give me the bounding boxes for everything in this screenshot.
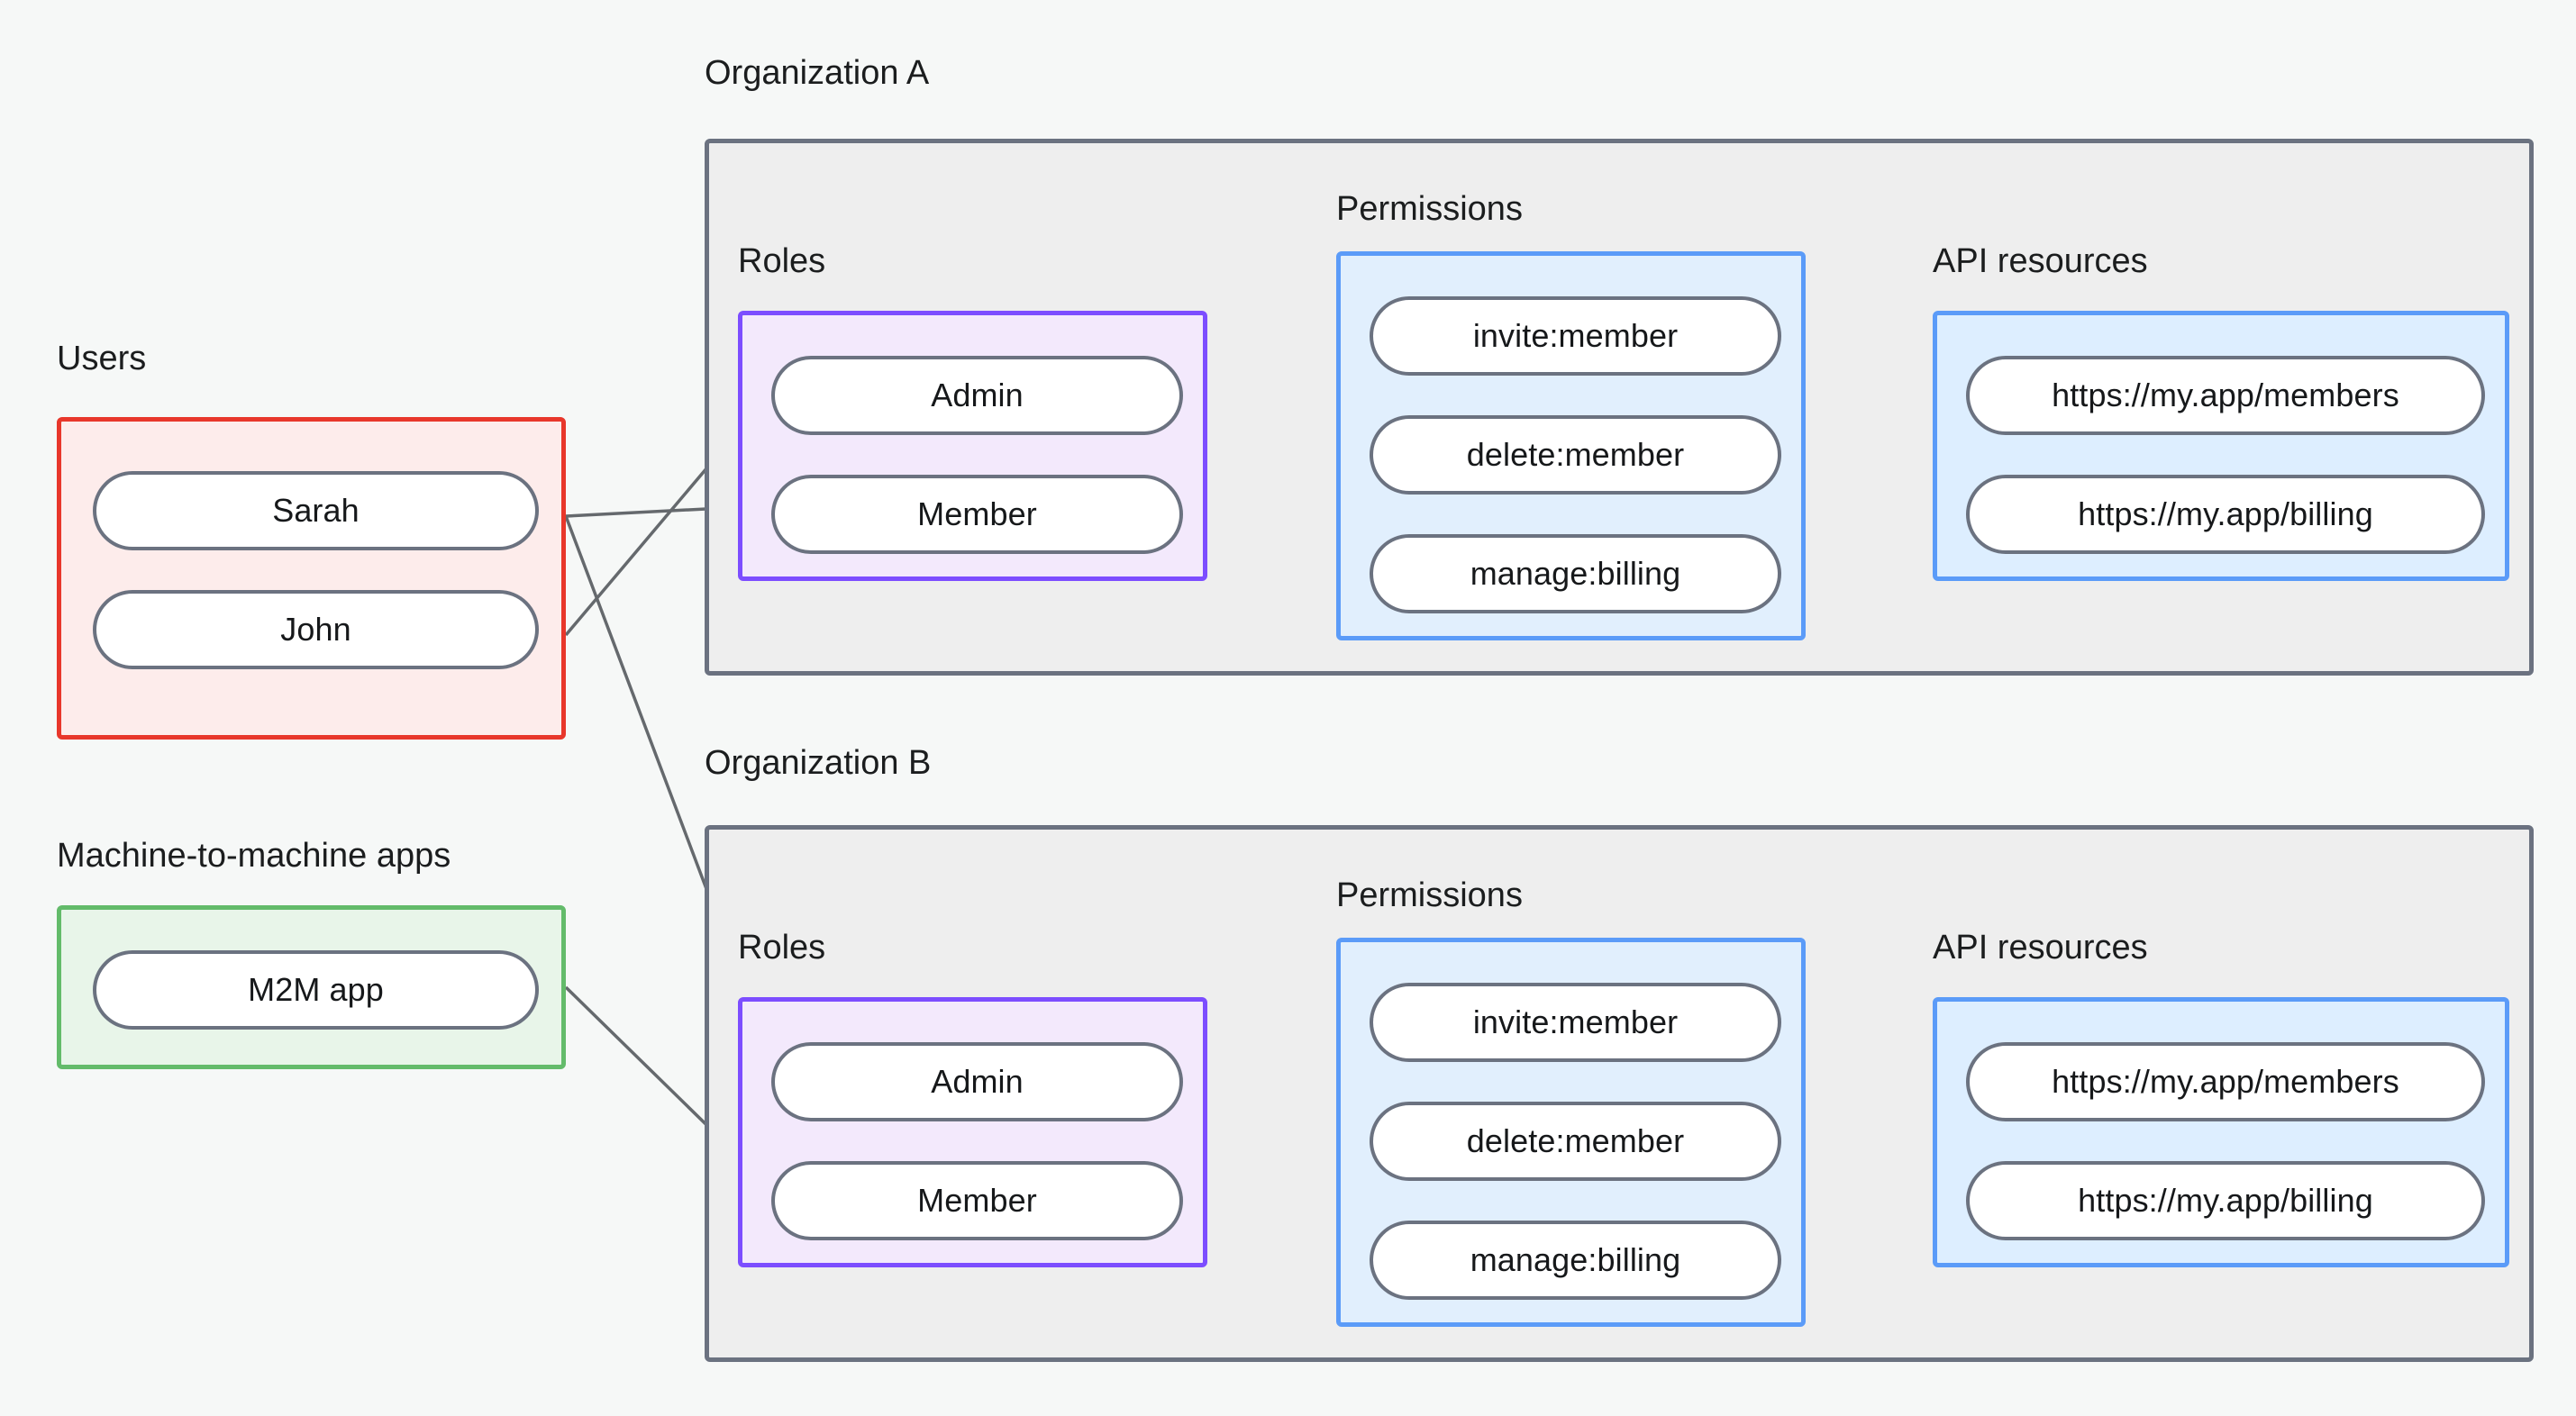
org-b-api-group: https://my.app/members https://my.app/bi… bbox=[1933, 997, 2509, 1267]
org-a-permission-manage-billing[interactable]: manage:billing bbox=[1370, 534, 1781, 613]
org-b-permission-delete-member[interactable]: delete:member bbox=[1370, 1102, 1781, 1181]
m2m-caption: Machine-to-machine apps bbox=[57, 837, 451, 875]
org-b-api-caption: API resources bbox=[1933, 929, 2148, 967]
users-caption: Users bbox=[57, 340, 147, 377]
org-b-permissions-caption: Permissions bbox=[1336, 876, 1523, 914]
org-b-role-admin[interactable]: Admin bbox=[771, 1042, 1183, 1121]
user-node-sarah[interactable]: Sarah bbox=[93, 471, 539, 550]
org-b-role-member[interactable]: Member bbox=[771, 1161, 1183, 1240]
org-a-permission-invite-member[interactable]: invite:member bbox=[1370, 296, 1781, 376]
org-b-caption: Organization B bbox=[705, 744, 932, 782]
org-a-api-billing[interactable]: https://my.app/billing bbox=[1966, 475, 2485, 554]
org-a-caption: Organization A bbox=[705, 54, 930, 92]
org-b-api-billing[interactable]: https://my.app/billing bbox=[1966, 1161, 2485, 1240]
org-b-group: Roles Permissions API resources Admin Me… bbox=[705, 825, 2534, 1362]
org-a-permission-delete-member[interactable]: delete:member bbox=[1370, 415, 1781, 495]
user-node-john[interactable]: John bbox=[93, 590, 539, 669]
org-a-role-member[interactable]: Member bbox=[771, 475, 1183, 554]
m2m-group: M2M app bbox=[57, 905, 566, 1069]
org-b-permission-invite-member[interactable]: invite:member bbox=[1370, 983, 1781, 1062]
org-a-api-group: https://my.app/members https://my.app/bi… bbox=[1933, 311, 2509, 581]
org-a-permissions-caption: Permissions bbox=[1336, 190, 1523, 228]
org-b-api-members[interactable]: https://my.app/members bbox=[1966, 1042, 2485, 1121]
org-b-permission-manage-billing[interactable]: manage:billing bbox=[1370, 1221, 1781, 1300]
users-group: Sarah John bbox=[57, 417, 566, 740]
org-b-permissions-group: invite:member delete:member manage:billi… bbox=[1336, 938, 1806, 1327]
org-a-api-members[interactable]: https://my.app/members bbox=[1966, 356, 2485, 435]
org-a-group: Roles Permissions API resources Admin Me… bbox=[705, 139, 2534, 676]
m2m-node-app[interactable]: M2M app bbox=[93, 950, 539, 1030]
org-a-role-admin[interactable]: Admin bbox=[771, 356, 1183, 435]
org-a-api-caption: API resources bbox=[1933, 242, 2148, 280]
org-a-roles-group: Admin Member bbox=[738, 311, 1207, 581]
org-b-roles-caption: Roles bbox=[738, 929, 826, 967]
org-a-permissions-group: invite:member delete:member manage:billi… bbox=[1336, 251, 1806, 640]
org-b-roles-group: Admin Member bbox=[738, 997, 1207, 1267]
org-a-roles-caption: Roles bbox=[738, 242, 826, 280]
